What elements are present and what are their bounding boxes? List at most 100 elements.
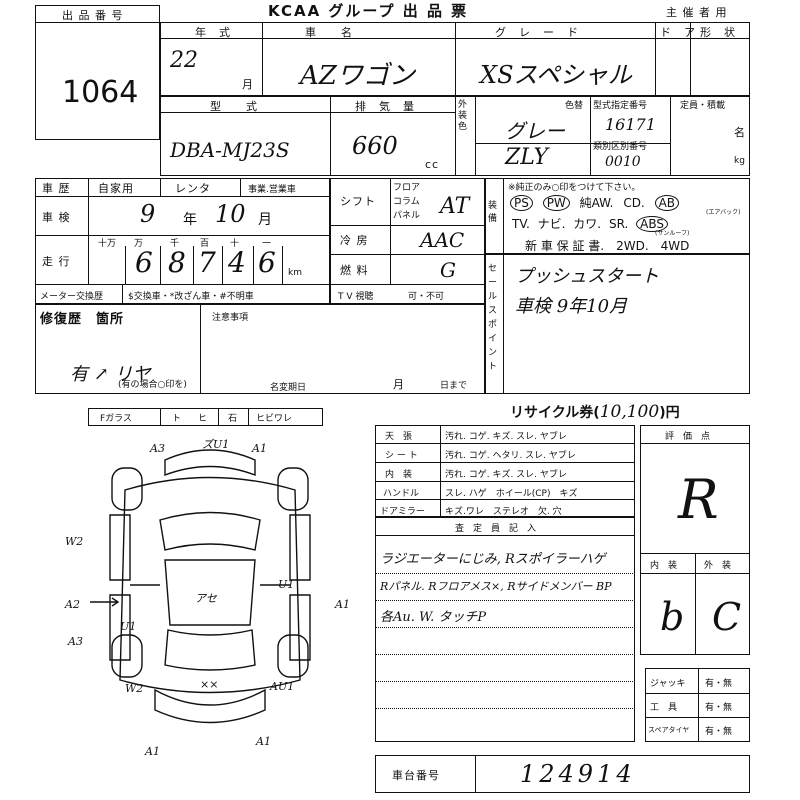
digit-label-1k: 千 (170, 239, 180, 249)
digit-label-100k: 十万 (98, 239, 117, 249)
inspector-line-1: ラジエーターにじみ, Rスポイラーハゲ (380, 552, 606, 567)
name-change-until: 日まで (440, 381, 468, 391)
mark-a1-rear-left: A1 (144, 745, 160, 758)
equipment-label: 装備 (488, 201, 498, 224)
equipment-frame (485, 178, 750, 254)
repair-note: (有の場合○印を) (118, 380, 187, 390)
grade-label: 評 価 点 (665, 432, 711, 442)
displacement-label: 排 気 量 (355, 100, 415, 113)
model-code-value: 16171 (605, 115, 656, 134)
tool-kit-value: 有・無 (705, 703, 733, 713)
weight-unit: kg (734, 156, 745, 166)
digit-label-10: 十 (230, 239, 240, 249)
cond-seat-options: 汚れ. コゲ. ヘタリ. スレ. ヤブレ (445, 451, 576, 461)
cond-interior-options: 汚れ. コゲ. キズ. スレ. ヤブレ (445, 470, 567, 480)
airbag-note: (エアバック) (706, 209, 741, 216)
meter-change-options: $交換車・*改ざん車・#不明車 (128, 292, 254, 302)
door-label: ド ア (660, 26, 696, 39)
color-value: グレー (505, 119, 565, 143)
color-code: ZLY (505, 145, 549, 170)
digit-label-1: 一 (262, 239, 272, 249)
lot-number-label: 出 品 番 号 (62, 9, 124, 22)
recycle-label: リサイクル券( (510, 405, 600, 421)
equipment-line3: 新 車 保 証 書. 2WD. 4WD (525, 239, 690, 253)
notes-label: 注意事項 (212, 313, 249, 323)
model-code-label: 型式指定番号 (593, 101, 648, 111)
inspector-line-3: 各Au. W. タッチP (380, 610, 487, 625)
form-title: KCAA グループ 出 品 票 (268, 2, 469, 20)
shift-option-floor: フロア (393, 183, 421, 193)
equipment-line1: PS PW 純AW. CD. AB (510, 194, 680, 211)
grade-label: グ レ ー ド (495, 26, 579, 39)
equipment-note: ※純正のみ○印をつけて下さい。 (508, 183, 641, 193)
mark-w2-rear: W2 (125, 682, 143, 695)
year-value: 22 (170, 48, 198, 73)
inspector-frame (375, 517, 635, 742)
inspection-year-unit: 年 (183, 212, 198, 228)
tv-label: T V 視聴 (338, 292, 374, 302)
car-name-label: 車 名 (305, 26, 353, 39)
mileage-digit-1k: 8 (168, 246, 186, 279)
mark-w2-left: W2 (65, 535, 83, 548)
recycle-unit: )円 (659, 405, 680, 421)
mark-a3-front: A3 (149, 442, 165, 455)
cond-mirror-label: ドアミラー (380, 507, 425, 517)
glass-f-label: Fガラス (100, 414, 132, 424)
mileage-label: 走 行 (42, 255, 71, 268)
mark-zu1: ズU1 (202, 438, 229, 451)
glass-hi-label: ヒ (198, 414, 208, 424)
inspection-year: 9 (140, 200, 156, 228)
shift-option-panel: パネル (393, 211, 421, 221)
mileage-digit-1: 6 (258, 246, 276, 279)
mark-a1-front: A1 (251, 442, 267, 455)
history-frame (35, 178, 330, 304)
cc-unit: cc (425, 158, 440, 171)
cond-seat-label: シ ー ト (385, 451, 418, 461)
history-option-commercial: 事業.営業車 (248, 185, 296, 195)
recycle-value: 10,100 (599, 402, 660, 422)
ac-value: AAC (420, 228, 465, 252)
mark-xx: ×× (200, 678, 218, 691)
name-change-month: 月 (393, 378, 405, 391)
equip-ps: PS (510, 195, 533, 211)
selling-points-frame (485, 254, 750, 394)
equip-ab: AB (654, 195, 680, 211)
equip-navi: ナビ. (537, 217, 566, 231)
glass-crack-label: ヒビワレ (256, 414, 293, 424)
equip-abs: ABS (636, 216, 668, 232)
tool-spare-label: スペアタイヤ (648, 726, 690, 734)
capacity-unit: 名 (734, 126, 746, 139)
exterior-grade: C (712, 595, 742, 639)
mark-a3-left: A3 (67, 635, 83, 648)
meter-change-label: メーター交換歴 (40, 292, 104, 302)
condition-frame (375, 425, 635, 517)
lot-number: 1064 (62, 75, 139, 110)
fuel-value: G (440, 258, 456, 282)
chassis-number: 124914 (520, 760, 636, 788)
inspector-line-2: Rパネル. Rフロアメス×, Rサイドメンバー BP (380, 580, 612, 593)
sunroof-note: (サンルーフ) (655, 230, 690, 237)
selling-point-1: プッシュスタート (515, 266, 659, 287)
glass-to-label: ト (172, 414, 182, 424)
tool-kit-label: 工 具 (650, 703, 678, 713)
grade-value: XSスペシャル (480, 61, 632, 89)
equip-sr: SR. (608, 217, 629, 231)
repair-label: 修復歴 箇所 (40, 312, 125, 327)
class-code-value: 0010 (605, 154, 641, 170)
cond-mirror-options: キズ.ワレ ステレオ 欠. 穴 (445, 507, 562, 517)
equip-tv: TV. (512, 217, 530, 231)
equip-leather: カワ. (573, 217, 602, 231)
cond-ceiling-label: 天 張 (385, 432, 413, 442)
organizer-label: 主 催 者 用 (666, 6, 728, 19)
selling-point-2: 車検 9年10月 (515, 296, 628, 317)
shift-value: AT (440, 194, 470, 219)
shift-option-column: コラム (393, 197, 420, 207)
car-damage-diagram: A3 ズU1 A1 W2 A2 A3 U1 A1 アセ U1 W2 ×× AU1… (64, 438, 350, 758)
shift-frame (330, 178, 485, 304)
inspection-label: 車 検 (42, 211, 71, 224)
equip-pw: PW (542, 195, 570, 211)
tv-options: 可・不可 (408, 292, 445, 302)
cond-ceiling-options: 汚れ. コゲ. キズ. スレ. ヤブレ (445, 432, 567, 442)
shift-label: シフト (340, 195, 376, 208)
inspection-month-unit: 月 (258, 212, 273, 228)
